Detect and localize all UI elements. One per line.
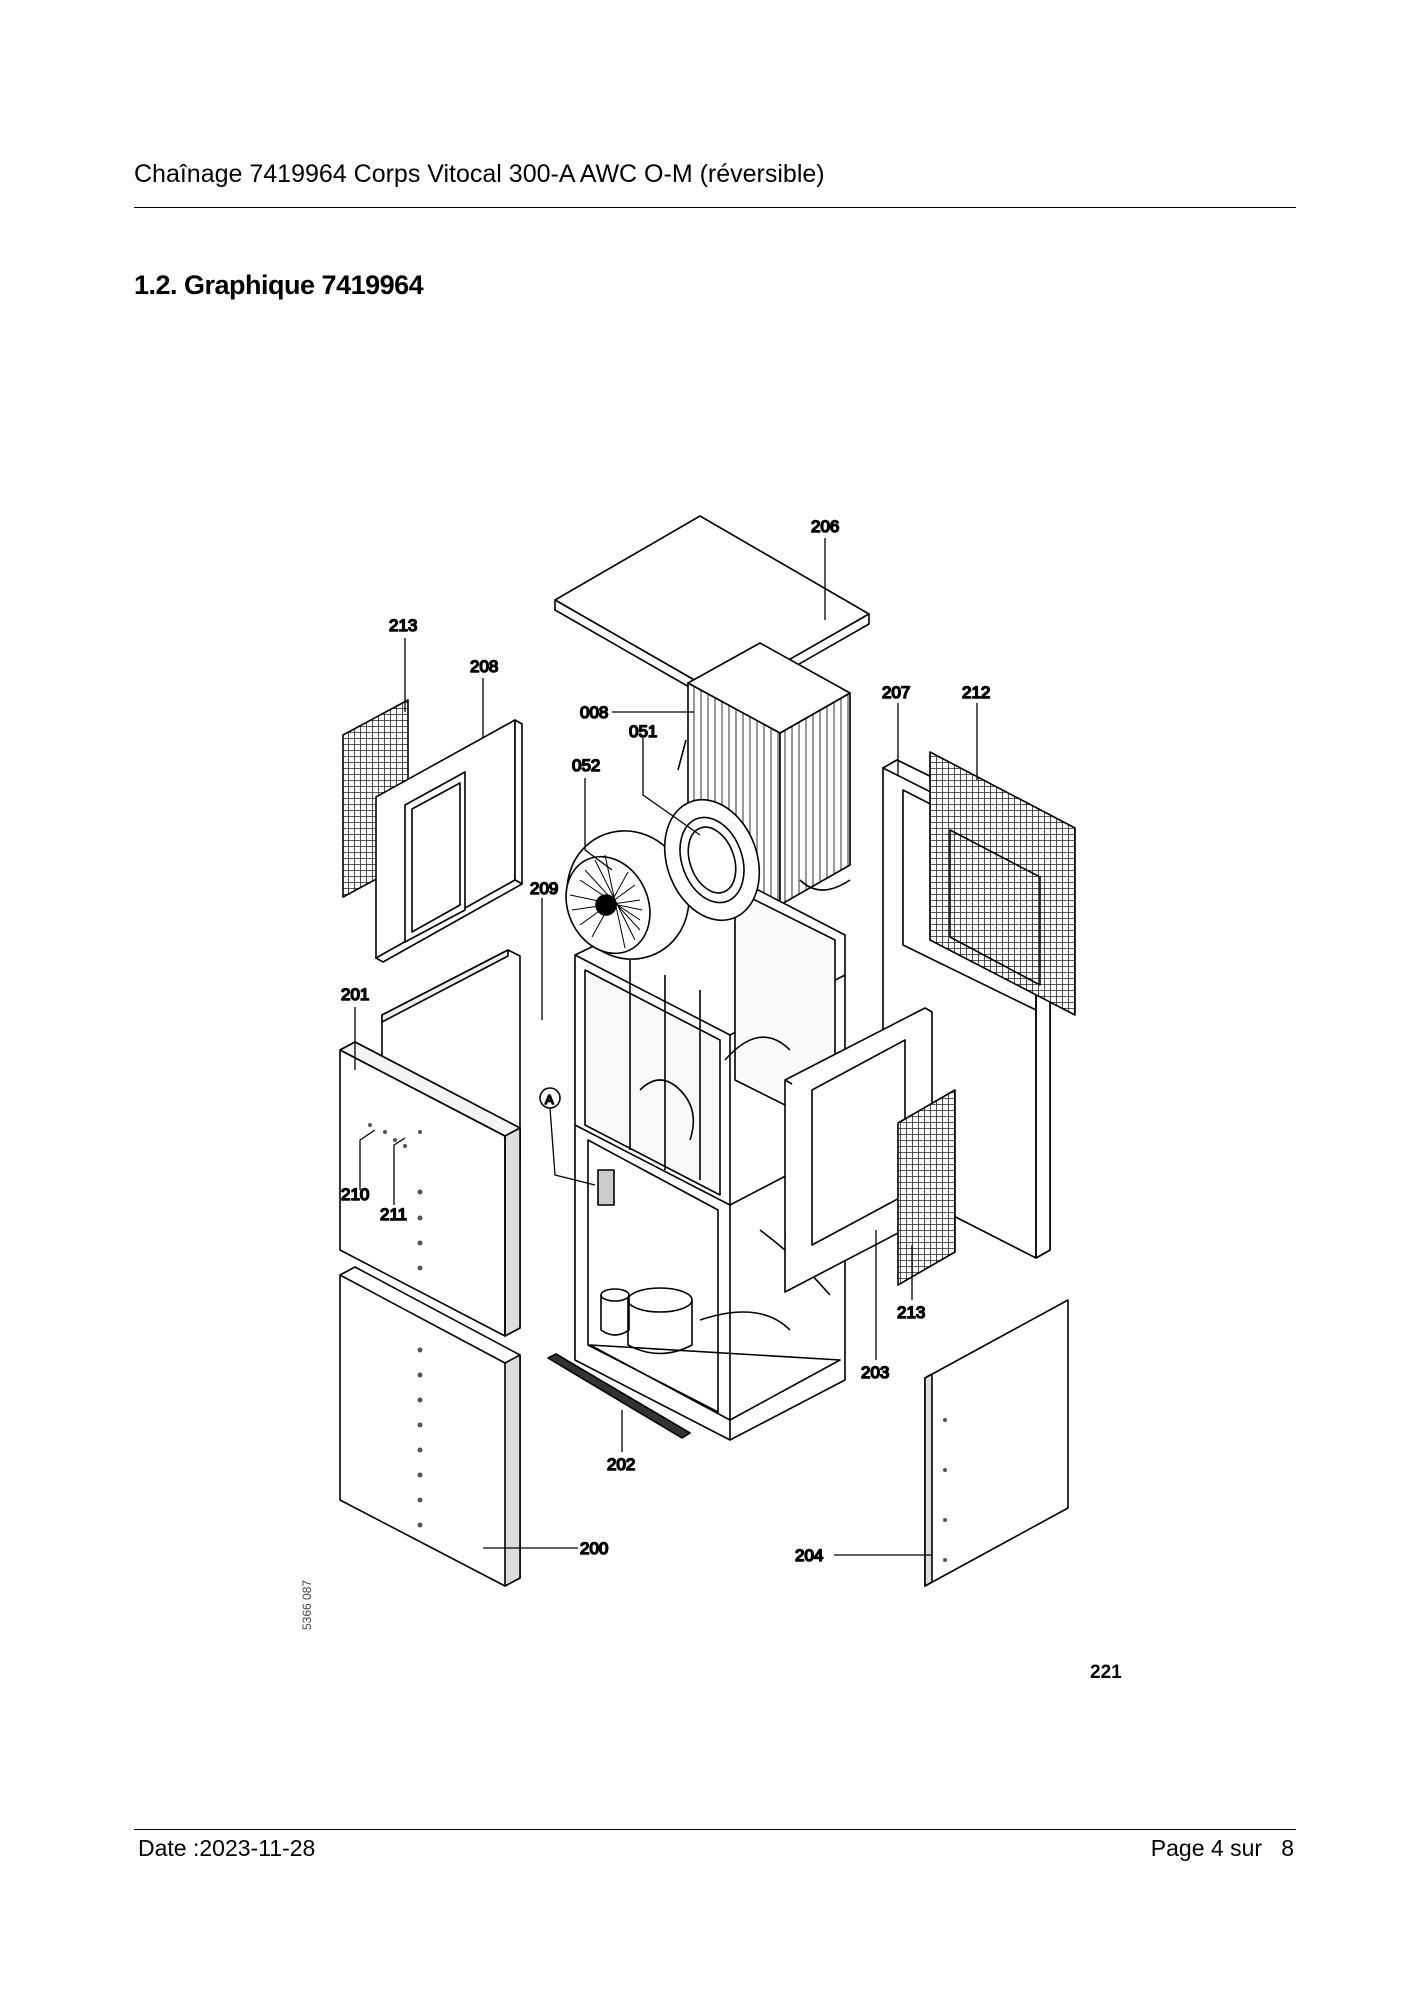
- drawing-id: 5366 087: [300, 1579, 314, 1630]
- main-frame-body: [574, 877, 846, 1441]
- section-title: 1.2. Graphique 7419964: [134, 270, 424, 300]
- callout-202: 202: [607, 1455, 635, 1474]
- callout-209: 209: [530, 879, 558, 898]
- callout-052: 052: [572, 756, 600, 775]
- callout-200: 200: [580, 1539, 608, 1558]
- footer-divider: [134, 1829, 1296, 1830]
- inner-panel-203: [784, 1007, 933, 1293]
- callout-213-upper: 213: [389, 616, 417, 635]
- callout-212: 212: [962, 683, 990, 702]
- front-panel-lower-200: [339, 1266, 521, 1587]
- callout-008: 008: [580, 703, 608, 722]
- callout-204: 204: [795, 1546, 823, 1565]
- fan-wheel-052: [565, 830, 690, 960]
- grille-213-lower-right: [897, 1089, 956, 1286]
- callout-203: 203: [861, 1363, 889, 1382]
- grille-212-upper-right: [929, 751, 1076, 1016]
- side-panel-frame-208: [375, 719, 523, 963]
- callout-201: 201: [341, 985, 369, 1004]
- figure-code: 221: [1090, 1662, 1122, 1683]
- footer-page-number: Page 4 sur 8: [1150, 1835, 1294, 1861]
- fan-shroud-051: [663, 798, 761, 922]
- callout-207: 207: [882, 683, 910, 702]
- front-panel-right-204: [924, 1299, 1069, 1587]
- header-divider: [134, 207, 1296, 208]
- callout-213-lower: 213: [897, 1303, 925, 1322]
- page-header-title: Chaînage 7419964 Corps Vitocal 300-A AWC…: [134, 160, 825, 188]
- callout-210: 210: [341, 1185, 369, 1204]
- callout-208: 208: [470, 657, 498, 676]
- front-panel-upper-201: [339, 1041, 521, 1337]
- callout-206: 206: [811, 517, 839, 536]
- bottom-rail-202: [547, 1353, 691, 1439]
- callout-211: 211: [380, 1205, 407, 1224]
- callout-a: A: [545, 1092, 554, 1107]
- callout-051: 051: [629, 722, 657, 741]
- footer-date: Date :2023-11-28: [138, 1835, 316, 1861]
